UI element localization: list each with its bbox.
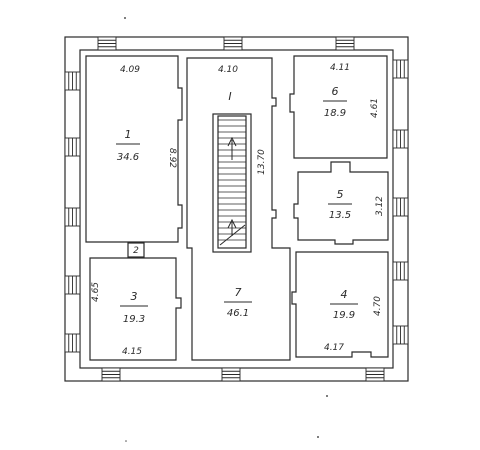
stair-arrow-lower-head [227, 218, 237, 229]
room-1-dimension: 8.92 [167, 148, 177, 168]
window [392, 129, 409, 149]
window [64, 275, 81, 295]
window [64, 137, 81, 157]
corridor-code: 4.10 [218, 65, 238, 75]
room-4-area: 19.9 [333, 310, 355, 321]
corridor-outline [186, 57, 291, 361]
stair-landing-mark: I [228, 90, 231, 103]
room-1-number: 1 [125, 128, 132, 141]
room-5-number: 5 [337, 188, 344, 201]
outer-wall-outline [64, 36, 409, 382]
room-3-number: 3 [131, 290, 138, 303]
room-4-dimension: 4.70 [373, 296, 383, 316]
window [64, 207, 81, 227]
room-5-area: 13.5 [329, 210, 351, 221]
staircase-outline [212, 113, 252, 253]
window [392, 325, 409, 345]
windows [64, 36, 409, 382]
room-6-number: 6 [332, 85, 339, 98]
staircase-inner [217, 115, 247, 249]
window [101, 367, 121, 382]
room-3-outline [89, 257, 182, 361]
room-1-code: 4.09 [120, 65, 140, 75]
window [392, 261, 409, 281]
room-4-number: 4 [341, 288, 348, 301]
room-2-outline [127, 242, 145, 258]
room-3-code: 4.15 [122, 347, 142, 357]
stair-arrow-head [227, 136, 237, 147]
room-7-area: 46.1 [227, 308, 249, 319]
room-4-code: 4.17 [324, 343, 344, 353]
room-3-area: 19.3 [123, 314, 145, 325]
window [392, 197, 409, 217]
room-6-code: 4.11 [330, 63, 350, 73]
window [97, 36, 117, 51]
window [64, 333, 81, 353]
room-1-outline [85, 55, 183, 243]
room-4-outline [291, 251, 389, 358]
scan-specks [124, 17, 328, 442]
room-6-outline [289, 55, 388, 159]
room-2-number: 2 [133, 246, 139, 256]
window [221, 367, 241, 382]
room-7-number: 7 [235, 286, 242, 299]
room-3-dimension: 4.65 [91, 282, 101, 302]
room-6-dimension: 4.61 [370, 98, 380, 118]
window [392, 59, 409, 79]
window [64, 71, 81, 91]
room-5-outline [293, 161, 389, 245]
window [223, 36, 243, 51]
room-1-area: 34.6 [117, 152, 139, 163]
window [335, 36, 355, 51]
window [365, 367, 385, 382]
room-5-dimension: 3.12 [375, 196, 385, 216]
room-7-dimension: 13.70 [257, 149, 267, 175]
room-6-area: 18.9 [324, 108, 346, 119]
